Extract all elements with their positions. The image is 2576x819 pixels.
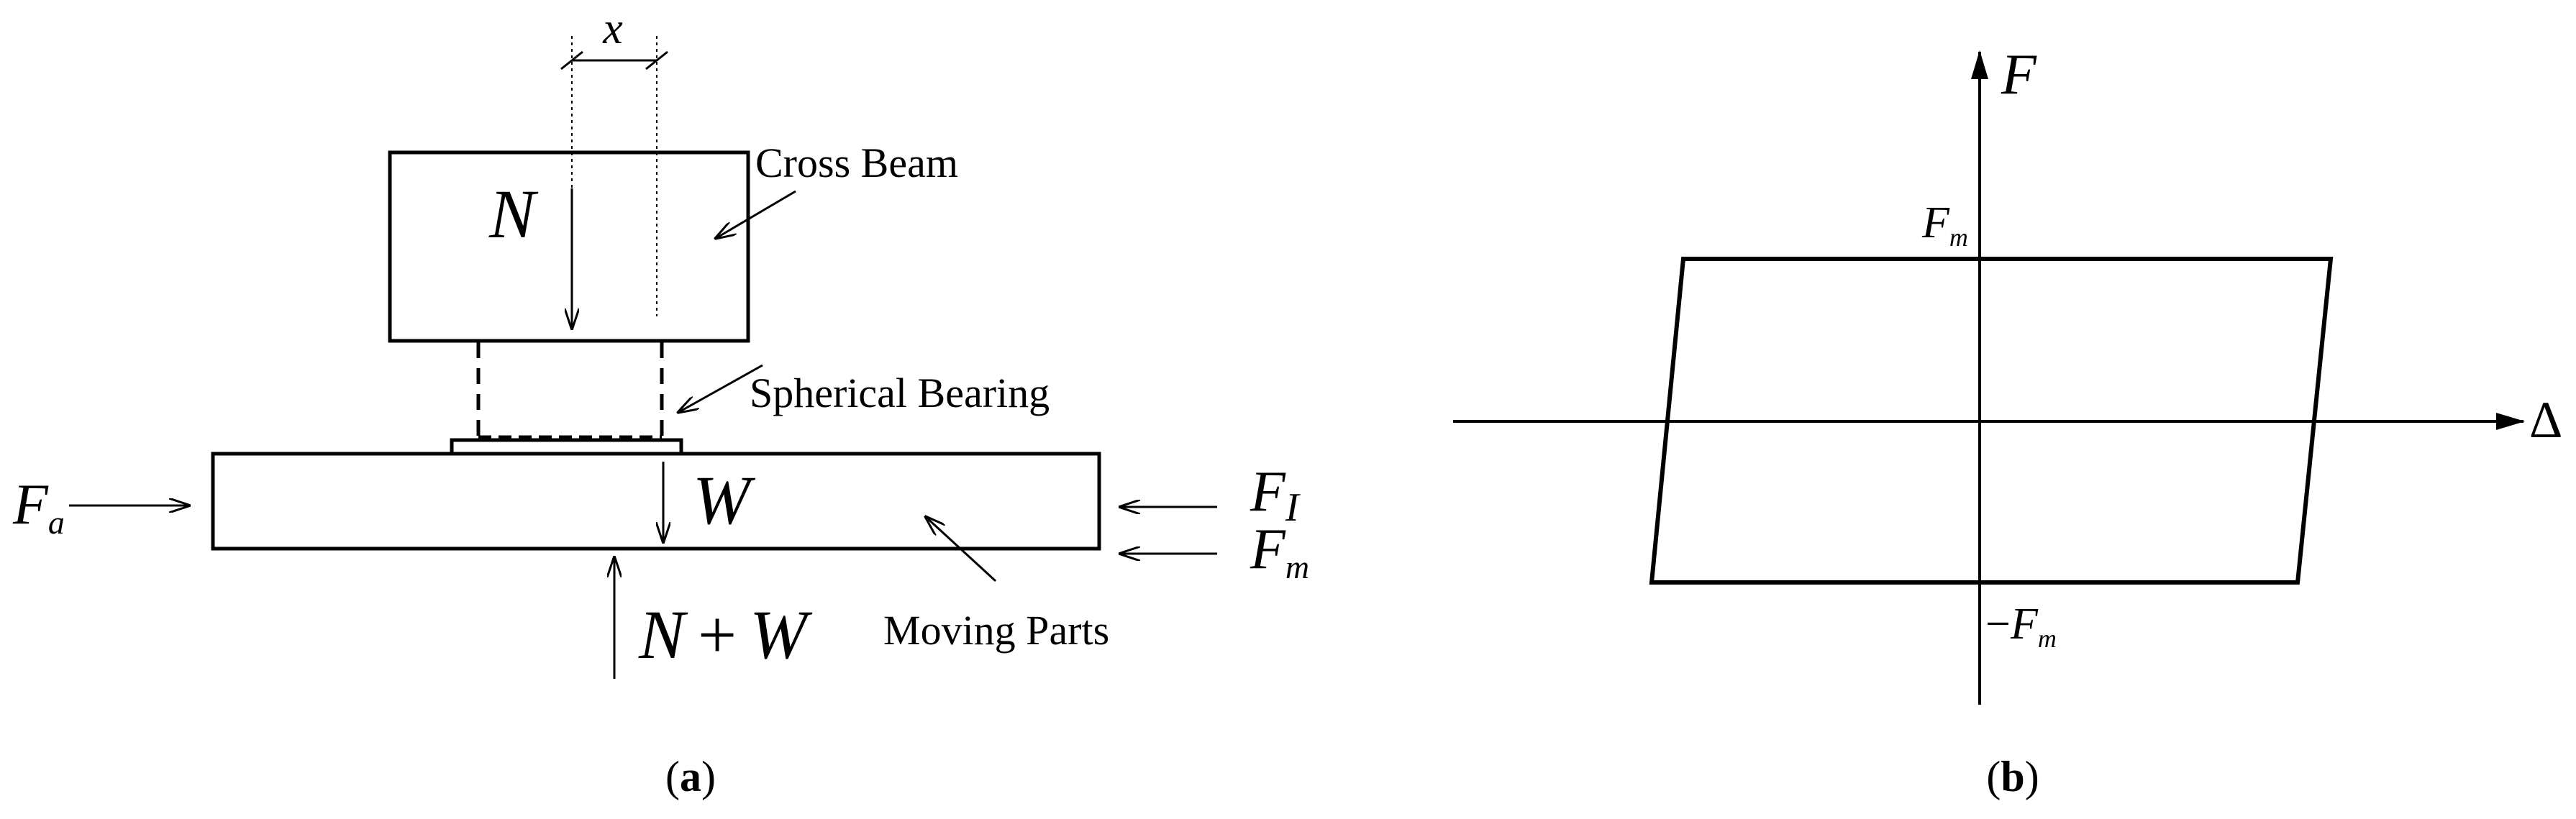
spherical-bearing-callout: Spherical Bearing — [678, 364, 1050, 416]
force-fi-label: FI — [1250, 460, 1301, 530]
force-fa-main: F — [12, 473, 49, 536]
reaction-plus: + — [698, 596, 737, 673]
dimension-x-tick-left — [560, 50, 583, 70]
force-fm-label: Fm — [1250, 518, 1309, 585]
panel-b: F Δ Fm −Fm (b) — [1453, 43, 2562, 800]
caption-a-letter: a — [680, 753, 701, 800]
caption-b-open: ( — [1986, 753, 2001, 800]
spherical-bearing — [450, 342, 683, 453]
moving-parts-leader — [925, 516, 997, 582]
force-fm: Fm — [1119, 518, 1309, 585]
dimension-x-label: x — [602, 4, 623, 53]
force-fm-sub: m — [1285, 549, 1309, 585]
force-fi-main: F — [1250, 460, 1286, 523]
reaction-n: N — [638, 596, 688, 673]
moving-parts-plate — [211, 452, 1101, 551]
force-fi: FI — [1119, 460, 1301, 530]
bearing-pad — [450, 438, 683, 453]
caption-a-close: ) — [701, 753, 716, 800]
neg-fm-minus: − — [1985, 600, 2011, 649]
force-fa: Fa — [12, 473, 190, 541]
cross-beam-label: Cross Beam — [755, 139, 958, 186]
force-n-label: N — [488, 175, 539, 252]
neg-fm-sub: m — [2038, 624, 2057, 653]
fm-sub: m — [1949, 223, 1968, 252]
neg-fm-label: −Fm — [1985, 600, 2057, 653]
force-fa-sub: a — [48, 504, 65, 541]
reaction-w: W — [750, 596, 813, 673]
cross-beam-box — [388, 150, 750, 343]
reaction-label: N+W — [638, 596, 813, 673]
force-fa-label: Fa — [12, 473, 65, 541]
force-n: N — [488, 175, 572, 329]
panel-a: x N Cross Beam Spherical Bearing — [12, 4, 1309, 800]
force-fi-sub: I — [1285, 485, 1301, 530]
fm-main: F — [1921, 198, 1950, 247]
caption-b-letter: b — [2001, 753, 2024, 800]
dimension-x: x — [560, 4, 668, 316]
cross-beam-callout: Cross Beam — [715, 139, 958, 239]
delta-axis-label: Δ — [2529, 391, 2562, 449]
caption-b-close: ) — [2025, 753, 2039, 800]
reaction-force: N+W — [614, 557, 813, 679]
cross-beam-leader — [715, 190, 796, 239]
caption-a: (a) — [665, 753, 716, 800]
hysteresis-loop — [1649, 257, 2334, 585]
f-axis-label: F — [2001, 43, 2037, 106]
neg-fm-main: F — [2010, 600, 2039, 649]
force-w-label: W — [693, 462, 756, 539]
spherical-bearing-leader — [678, 364, 763, 413]
force-w: W — [663, 462, 756, 543]
caption-a-open: ( — [665, 753, 680, 800]
moving-parts-label: Moving Parts — [883, 607, 1109, 654]
spherical-bearing-label: Spherical Bearing — [750, 370, 1050, 416]
moving-parts-callout: Moving Parts — [883, 516, 1109, 654]
dimension-x-tick-right — [645, 50, 668, 70]
fm-label: Fm — [1921, 198, 1968, 252]
caption-b: (b) — [1986, 753, 2039, 800]
force-fm-main: F — [1250, 518, 1286, 581]
